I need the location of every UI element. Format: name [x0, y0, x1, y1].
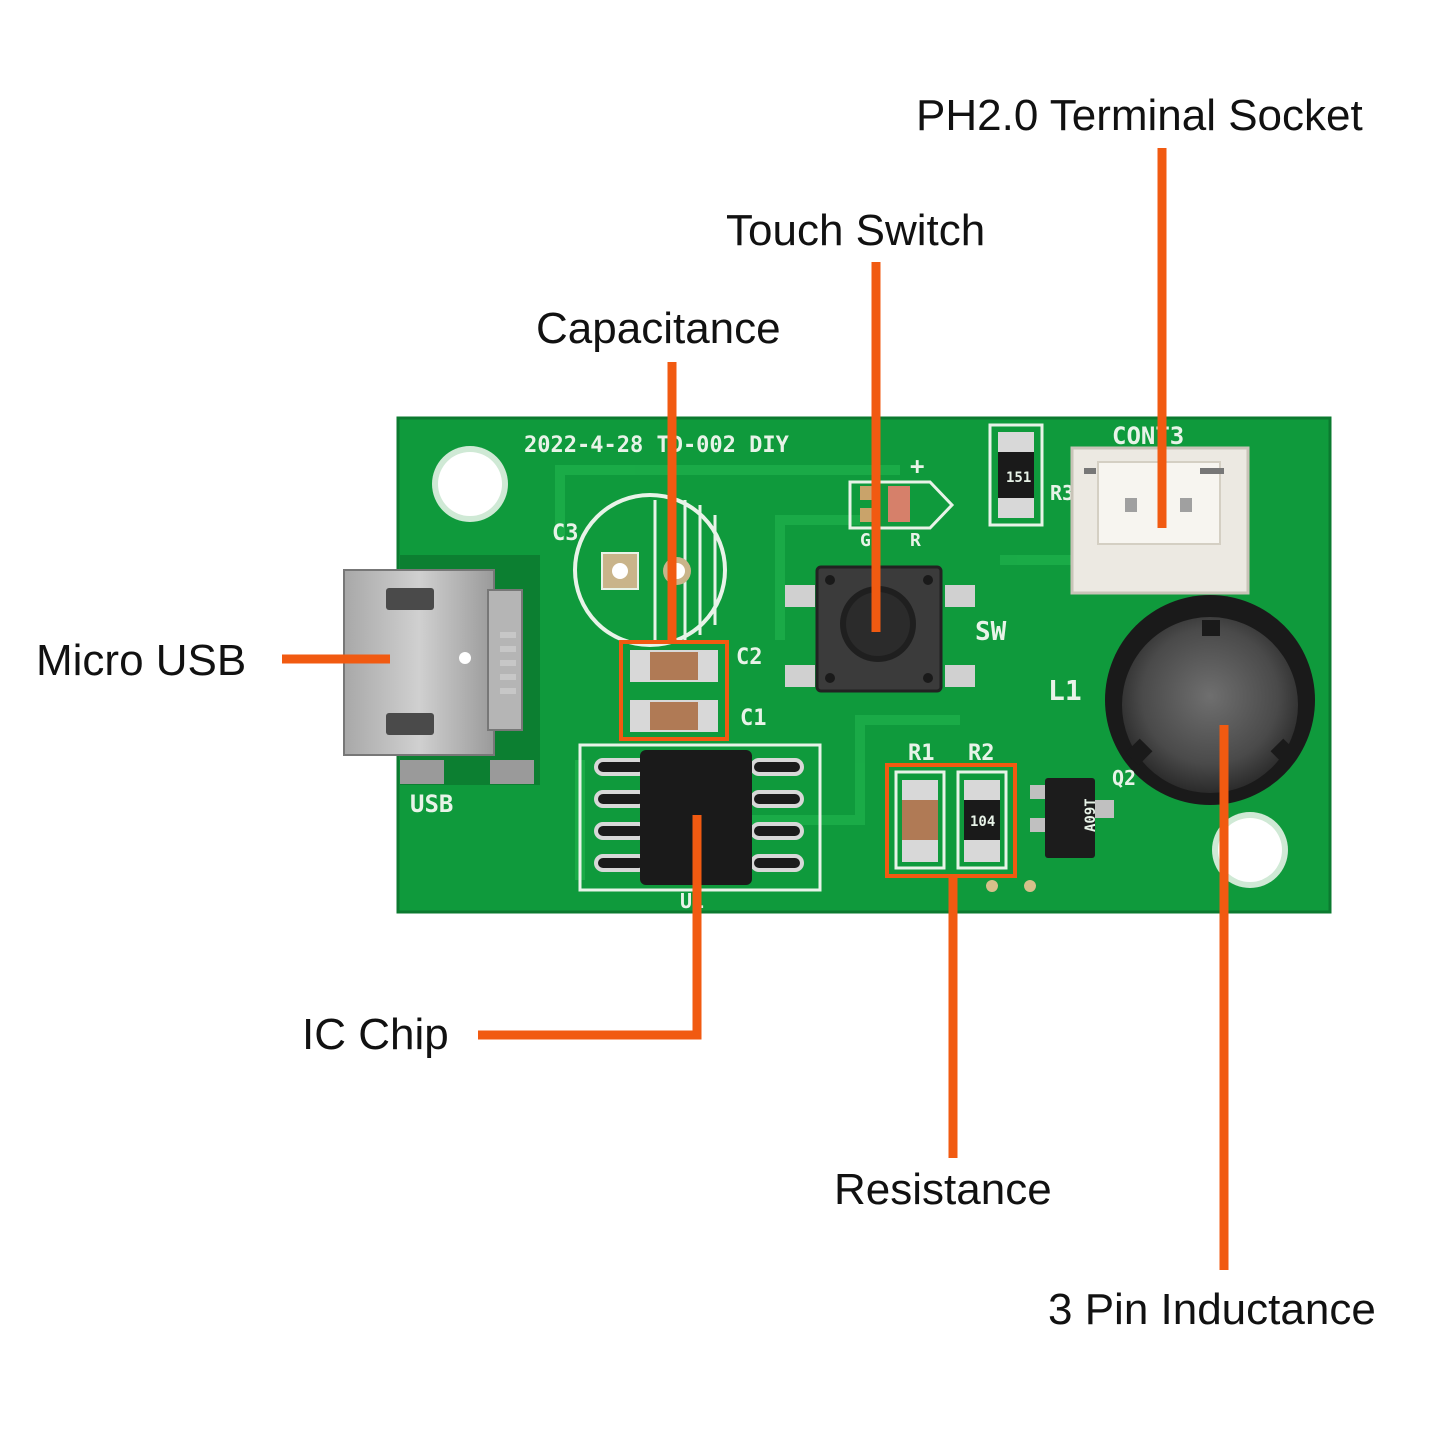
- silk-led-plus: +: [910, 452, 924, 480]
- silk-usb: USB: [410, 790, 453, 818]
- label-ph20-terminal-socket: PH2.0 Terminal Socket: [916, 91, 1363, 140]
- silk-q2: Q2: [1112, 766, 1136, 790]
- silk-r3-code: 151: [1006, 470, 1031, 486]
- q2-transistor: A09T Q2: [1030, 766, 1136, 858]
- silk-c1: C1: [740, 706, 767, 731]
- silk-led-r: R: [910, 530, 921, 551]
- label-ic-chip: IC Chip: [302, 1010, 449, 1059]
- leader-ic-chip: [478, 815, 702, 1040]
- label-resistance: Resistance: [834, 1165, 1052, 1214]
- silk-connector: CONT3: [1112, 422, 1184, 450]
- silk-l1: L1: [1048, 674, 1082, 707]
- label-capacitance: Capacitance: [536, 304, 781, 353]
- ic-chip: U1: [578, 743, 822, 913]
- silk-r1: R1: [908, 741, 935, 766]
- capacitors: C2 C1: [630, 645, 767, 732]
- silk-c2: C2: [736, 645, 763, 670]
- r3-resistor: 151 R3: [988, 423, 1074, 527]
- silk-c3: C3: [552, 521, 579, 546]
- label-touch-switch: Touch Switch: [726, 206, 986, 255]
- touch-switch: SW: [785, 565, 1007, 693]
- three-pin-inductor: [1105, 595, 1315, 805]
- label-micro-usb: Micro USB: [36, 636, 247, 685]
- resistors: 104 R1 R2: [894, 741, 1036, 892]
- label-3-pin-inductance: 3 Pin Inductance: [1048, 1285, 1376, 1334]
- silk-sw: SW: [975, 617, 1007, 647]
- silk-q2-code: A09T: [1083, 798, 1099, 832]
- silk-r2-code: 104: [970, 814, 995, 830]
- silk-date-code: 2022-4-28 TD-002 DIY: [524, 433, 790, 458]
- leader-lines: [282, 148, 1229, 1270]
- silk-r2: R2: [968, 741, 995, 766]
- micro-usb-connector: USB: [343, 555, 540, 818]
- silk-led-g: G: [860, 530, 871, 551]
- silk-r3: R3: [1050, 481, 1074, 505]
